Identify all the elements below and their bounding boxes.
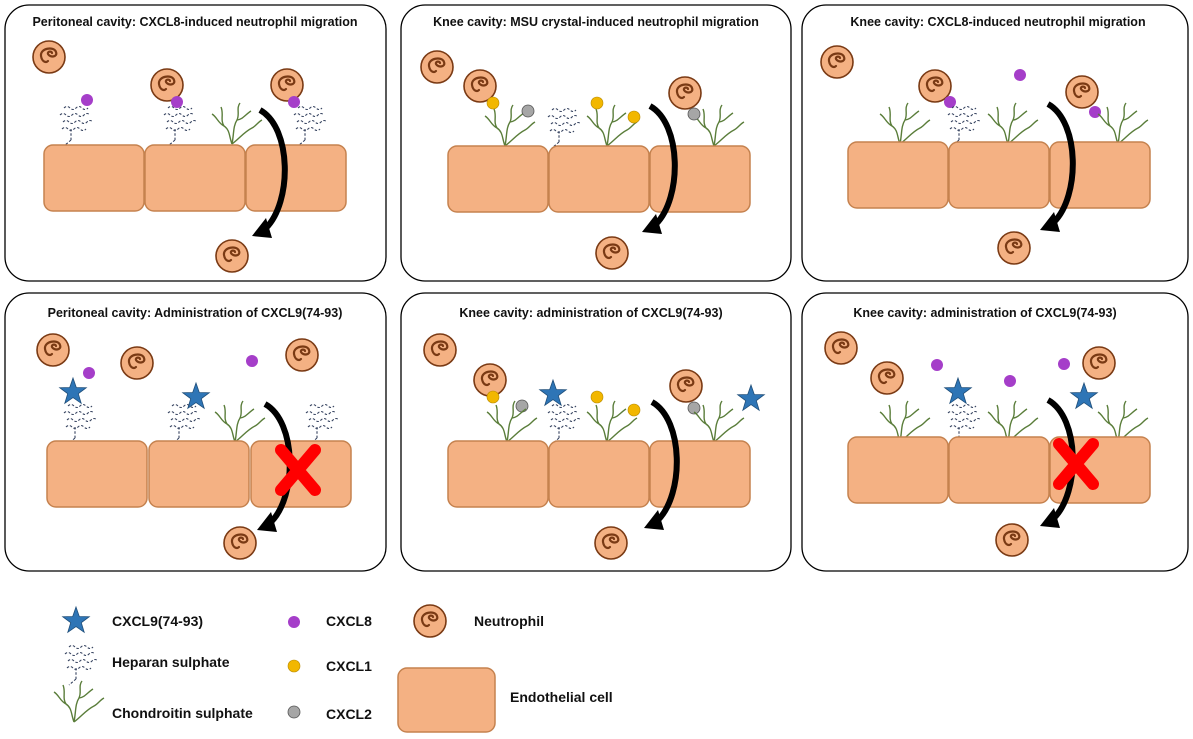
cxcl8-icon (81, 94, 93, 106)
endothelial-cell (948, 141, 1050, 209)
cxcl1-icon (590, 390, 604, 404)
neutrophil-icon (472, 362, 508, 398)
cxcl8-icon (171, 96, 183, 108)
neutrophil-icon (31, 39, 67, 75)
legend-cxcl2-label: CXCL2 (326, 706, 372, 722)
neutrophil-icon (819, 44, 855, 80)
panel-knee-cxcl9-b: Knee cavity: administration of CXCL9(74-… (801, 292, 1189, 572)
endothelial-cell (649, 440, 751, 508)
cxcl2-icon (287, 705, 301, 719)
legend-endothelial-label: Endothelial cell (510, 689, 613, 705)
endothelial-cell (43, 144, 145, 212)
panel-knee-cxcl9-a: Knee cavity: administration of CXCL9(74-… (400, 292, 792, 572)
cxcl8-icon (944, 96, 956, 108)
neutrophil-icon (419, 49, 455, 85)
legend: CXCL9(74-93) Heparan sulphate Chondroiti… (53, 603, 613, 733)
legend-cxcl9-label: CXCL9(74-93) (112, 613, 203, 629)
endothelial-cell (447, 145, 549, 213)
neutrophil-icon (823, 330, 859, 366)
legend-chondroitin-label: Chondroitin sulphate (112, 705, 253, 721)
legend-heparan-label: Heparan sulphate (112, 654, 230, 670)
panel-title: Peritoneal cavity: Administration of CXC… (48, 306, 343, 320)
endothelial-cell (649, 145, 751, 213)
cxcl1-icon (627, 403, 641, 417)
neutrophil-icon (593, 525, 629, 561)
endothelial-cell (46, 440, 148, 508)
neutrophil-icon (917, 68, 953, 104)
endothelial-cell-swatch (397, 667, 496, 733)
panel-knee-msu: Knee cavity: MSU crystal-induced neutrop… (400, 4, 792, 282)
neutrophil-icon (214, 238, 250, 274)
neutrophil-icon (284, 337, 320, 373)
neutrophil-icon (996, 230, 1032, 266)
cxcl8-icon (931, 359, 943, 371)
panel-title: Knee cavity: administration of CXCL9(74-… (853, 306, 1116, 320)
cxcl1-icon (486, 390, 500, 404)
cxcl9-star-icon (62, 606, 90, 633)
heparan-sulphate-icon (64, 644, 99, 686)
endothelial-cell (245, 144, 347, 212)
neutrophil-icon (869, 360, 905, 396)
cxcl8-icon (288, 96, 300, 108)
chondroitin-sulphate-icon (53, 680, 105, 723)
panel-title: Knee cavity: administration of CXCL9(74-… (459, 306, 722, 320)
endothelial-cell (847, 141, 949, 209)
endothelial-cell (144, 144, 246, 212)
neutrophil-icon (594, 235, 630, 271)
cxcl1-icon (590, 96, 604, 110)
endothelial-cell (548, 145, 650, 213)
cxcl8-icon (1058, 358, 1070, 370)
cxcl8-icon (1014, 69, 1026, 81)
cxcl1-icon (287, 659, 301, 673)
cxcl2-icon (521, 104, 535, 118)
neutrophil-icon (1081, 345, 1117, 381)
legend-cxcl8-label: CXCL8 (326, 613, 372, 629)
neutrophil-icon (668, 368, 704, 404)
cxcl8-icon (1089, 106, 1101, 118)
panel-knee-cxcl8: Knee cavity: CXCL8-induced neutrophil mi… (801, 4, 1189, 282)
legend-cxcl1-label: CXCL1 (326, 658, 372, 674)
cxcl8-icon (288, 616, 300, 628)
panel-title: Knee cavity: CXCL8-induced neutrophil mi… (850, 15, 1145, 29)
neutrophil-icon (994, 522, 1030, 558)
neutrophil-icon (412, 603, 448, 639)
neutrophil-icon (1064, 74, 1100, 110)
cxcl8-icon (246, 355, 258, 367)
cxcl8-icon (83, 367, 95, 379)
panel-peritoneal-cxcl8: Peritoneal cavity: CXCL8-induced neutrop… (4, 4, 387, 282)
endothelial-cell (847, 436, 949, 504)
neutrophil-icon (667, 75, 703, 111)
panel-title: Knee cavity: MSU crystal-induced neutrop… (433, 15, 759, 29)
cxcl2-icon (515, 399, 529, 413)
endothelial-cell (447, 440, 549, 508)
cxcl8-icon (1004, 375, 1016, 387)
legend-neutrophil-label: Neutrophil (474, 613, 544, 629)
neutrophil-icon (422, 332, 458, 368)
endothelial-cell (548, 440, 650, 508)
panel-title: Peritoneal cavity: CXCL8-induced neutrop… (32, 15, 357, 29)
cxcl1-icon (627, 110, 641, 124)
neutrophil-icon (119, 345, 155, 381)
cxcl1-icon (486, 96, 500, 110)
neutrophil-icon (35, 332, 71, 368)
neutrophil-icon (222, 525, 258, 561)
neutrophil-icon (269, 67, 305, 103)
panel-peritoneal-cxcl9: Peritoneal cavity: Administration of CXC… (4, 292, 387, 572)
endothelial-cell (948, 436, 1050, 504)
endothelial-cell (148, 440, 250, 508)
cxcl2-icon (687, 107, 701, 121)
